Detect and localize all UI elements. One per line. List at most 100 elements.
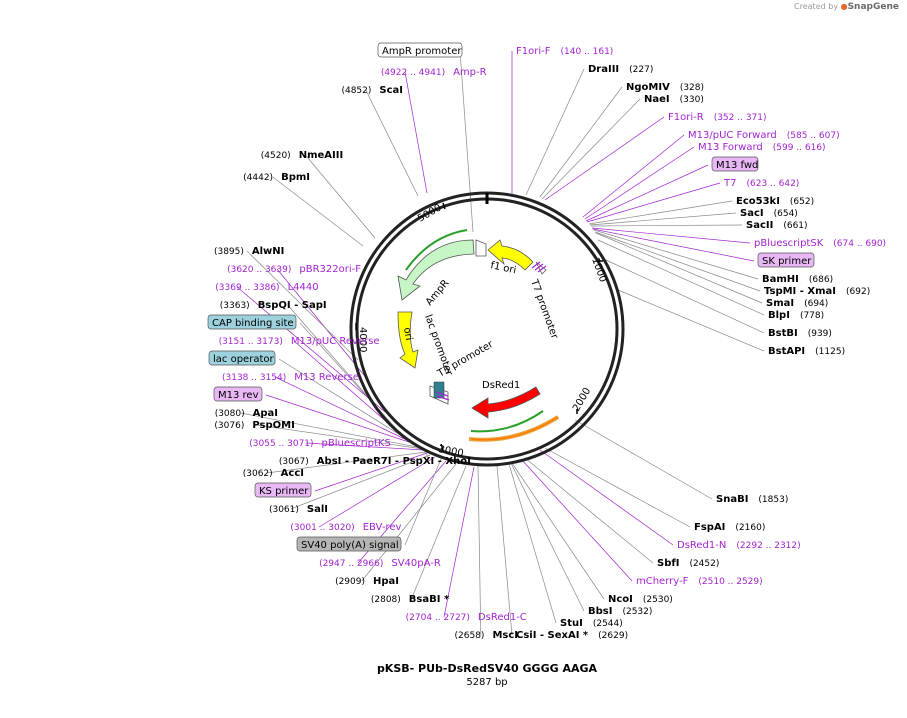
site-label-m13-rev[interactable]: M13 rev (213, 386, 263, 402)
leader-sacii (590, 224, 743, 227)
site-label-ks-primer[interactable]: KS primer (254, 482, 312, 498)
svg-text:(3363)BspQI - SapI: (3363)BspQI - SapI (220, 300, 327, 311)
label-pos-draiii: (227) (629, 65, 653, 75)
label-pos-acci: (3062) (243, 469, 273, 479)
site-label-dsred1-n[interactable]: DsRed1-N(2292 .. 2312) (677, 540, 801, 551)
label-box-sk-primer (757, 252, 815, 268)
label-name-m13puc-fwd: M13/pUC Forward (688, 130, 777, 141)
site-label-alwni[interactable]: (3895)AlwNI (214, 246, 284, 257)
svg-text:BlpI(778): BlpI(778) (768, 310, 824, 321)
site-label-amp-r[interactable]: (4922 .. 4941)Amp-R (381, 67, 487, 78)
site-label-stui[interactable]: StuI(2544) (560, 618, 623, 629)
site-label-draiii[interactable]: DraIII(227) (588, 64, 653, 75)
site-label-bpmi[interactable]: (4442)BpmI (243, 172, 310, 183)
label-name-amp-r: Amp-R (453, 67, 487, 78)
site-label-ebv-rev[interactable]: (3001 .. 3020)EBV-rev (290, 522, 401, 533)
site-label-dsred1-c[interactable]: (2704 .. 2727)DsRed1-C (406, 612, 527, 623)
site-label-smai[interactable]: SmaI(694) (766, 298, 828, 309)
svg-text:SbfI(2452): SbfI(2452) (657, 558, 719, 569)
leader-absi (425, 450, 429, 462)
site-label-pbr322ori-f[interactable]: (3620 .. 3639) pBR322ori-F (227, 264, 361, 275)
svg-text:SacII(661): SacII(661) (746, 220, 808, 231)
site-label-cap-site[interactable]: CAP binding site (207, 314, 297, 330)
site-label-naei[interactable]: NaeI(330) (644, 94, 704, 105)
site-label-m13-reverse[interactable]: (3138 .. 3154)M13 Reverse (222, 372, 359, 383)
label-name-bbsi: BbsI (588, 606, 612, 617)
site-label-blpi[interactable]: BlpI(778) (768, 310, 824, 321)
site-label-scai[interactable]: (4852)ScaI (341, 85, 403, 96)
site-label-sacii[interactable]: SacII(661) (746, 220, 808, 231)
label-pos-nmeaiii: (4520) (261, 151, 291, 161)
site-label-l4440[interactable]: (3369 .. 3386)L4440 (215, 282, 318, 293)
site-label-bbsi[interactable]: BbsI(2532) (588, 606, 652, 617)
label-name-m13puc-rev: M13/pUC Reverse (291, 336, 380, 347)
site-label-sk-primer[interactable]: SK primer (757, 252, 815, 268)
site-label-f1ori-f[interactable]: F1ori-F(140 .. 161) (516, 46, 613, 57)
site-label-f1ori-r[interactable]: F1ori-R(352 .. 371) (668, 112, 767, 123)
label-pos-eco53ki: (652) (790, 197, 814, 207)
site-label-msci[interactable]: (2658)MscI (455, 630, 519, 641)
leader-ampr-promoter-lbl (459, 50, 474, 233)
leader-csii (496, 465, 513, 636)
site-label-ncoi[interactable]: NcoI(2530) (608, 594, 673, 605)
site-label-pbks[interactable]: (3055 .. 3071)pBluescriptKS (249, 438, 391, 449)
site-label-csii[interactable]: CsiI - SexAI *(2629) (516, 630, 628, 641)
site-label-sv40pa-r[interactable]: (2947 .. 2966)SV40pA-R (319, 558, 441, 569)
feature-label-dsred1: DsRed1 (482, 380, 520, 391)
site-label-acci[interactable]: (3062)AccI (243, 468, 304, 479)
site-label-sali[interactable]: (3061)SalI (269, 504, 328, 515)
site-label-absi[interactable]: (3067)AbsI - PaeR7I - PspXI - XhoI (279, 456, 471, 467)
site-label-fspai[interactable]: FspAI(2160) (694, 522, 765, 533)
site-label-t7[interactable]: T7(623 .. 642) (723, 178, 799, 189)
site-label-m13-fwd[interactable]: M13 fwd (711, 156, 758, 172)
site-label-m13puc-fwd[interactable]: M13/pUC Forward (585 .. 607) (688, 130, 840, 141)
svg-text:(3895)AlwNI: (3895)AlwNI (214, 246, 284, 257)
label-name-blpi: BlpI (768, 310, 790, 321)
leader-ngomiv (539, 86, 623, 198)
site-label-lac-operator[interactable]: lac operator (208, 350, 276, 366)
label-name-pbr322ori-f: pBR322ori-F (299, 264, 361, 275)
label-box-m13-rev (213, 386, 263, 402)
leader-sk-primer (592, 228, 755, 262)
feature-label-ori: ori (401, 327, 414, 342)
site-label-pbsk[interactable]: pBluescriptSK(674 .. 690) (754, 238, 886, 249)
site-label-eco53ki[interactable]: Eco53kI(652) (736, 196, 814, 207)
svg-text:(2909)HpaI: (2909)HpaI (335, 576, 399, 587)
label-name-sv40pa-r: SV40pA-R (391, 558, 440, 569)
site-label-bspqi[interactable]: (3363)BspQI - SapI (220, 300, 327, 311)
backbone-outer (349, 191, 625, 467)
site-label-nmeaiii[interactable]: (4520)NmeAIII (261, 150, 343, 161)
site-label-tspmi[interactable]: TspMI - XmaI(692) (764, 286, 870, 297)
site-label-sv40-polya[interactable]: SV40 poly(A) signal (296, 536, 402, 552)
svg-text:(4520)NmeAIII: (4520)NmeAIII (261, 150, 343, 161)
label-pos-naei: (330) (680, 95, 704, 105)
site-label-hpai[interactable]: (2909)HpaI (335, 576, 399, 587)
site-label-m13puc-rev[interactable]: (3151 .. 3173)M13/pUC Reverse (219, 336, 380, 347)
site-labels: F1ori-F(140 .. 161) DraIII(227) NgoMIV(328… (207, 42, 886, 641)
site-label-bstbi[interactable]: BstBI(939) (768, 328, 832, 339)
site-label-sbfi[interactable]: SbfI(2452) (657, 558, 719, 569)
site-label-saci[interactable]: SacI(654) (740, 208, 798, 219)
svg-text:BstBI(939): BstBI(939) (768, 328, 832, 339)
label-pos-pbr322ori-f: (3620 .. 3639) (227, 265, 291, 275)
site-label-bstapi[interactable]: BstAPI(1125) (768, 346, 845, 357)
label-pos-m13puc-fwd: (585 .. 607) (787, 131, 840, 141)
leader-bbsi (510, 462, 585, 612)
site-label-bamhi[interactable]: BamHI(686) (762, 274, 833, 285)
site-label-apai[interactable]: (3080)ApaI (215, 408, 278, 419)
svg-text:StuI(2544): StuI(2544) (560, 618, 623, 629)
leader-eco53ki (588, 200, 733, 225)
svg-text:(3067)AbsI - PaeR7I - PspXI: (3067)AbsI - PaeR7I - PspXI - XhoI (279, 456, 471, 467)
leader-m13-forward (584, 146, 695, 220)
site-label-ngomiv[interactable]: NgoMIV(328) (626, 82, 704, 93)
site-label-snabi[interactable]: SnaBI(1853) (716, 494, 788, 505)
f1-ori-arrow (487, 239, 534, 271)
site-label-m13-forward[interactable]: M13 Forward(599 .. 616) (698, 142, 826, 153)
site-label-bsabi[interactable]: (2808)BsaBI * (371, 594, 450, 605)
site-label-pspomi[interactable]: (3076)PspOMI (214, 420, 294, 431)
label-name-cap-site: CAP binding site (212, 318, 294, 329)
site-label-ampr-promoter-lbl[interactable]: AmpR promoter (377, 42, 463, 58)
svg-text:(3061)SalI: (3061)SalI (269, 504, 328, 515)
site-label-mcherry-f[interactable]: mCherry-F(2510 .. 2529) (636, 576, 763, 587)
svg-text:(2658)MscI: (2658)MscI (455, 630, 519, 641)
